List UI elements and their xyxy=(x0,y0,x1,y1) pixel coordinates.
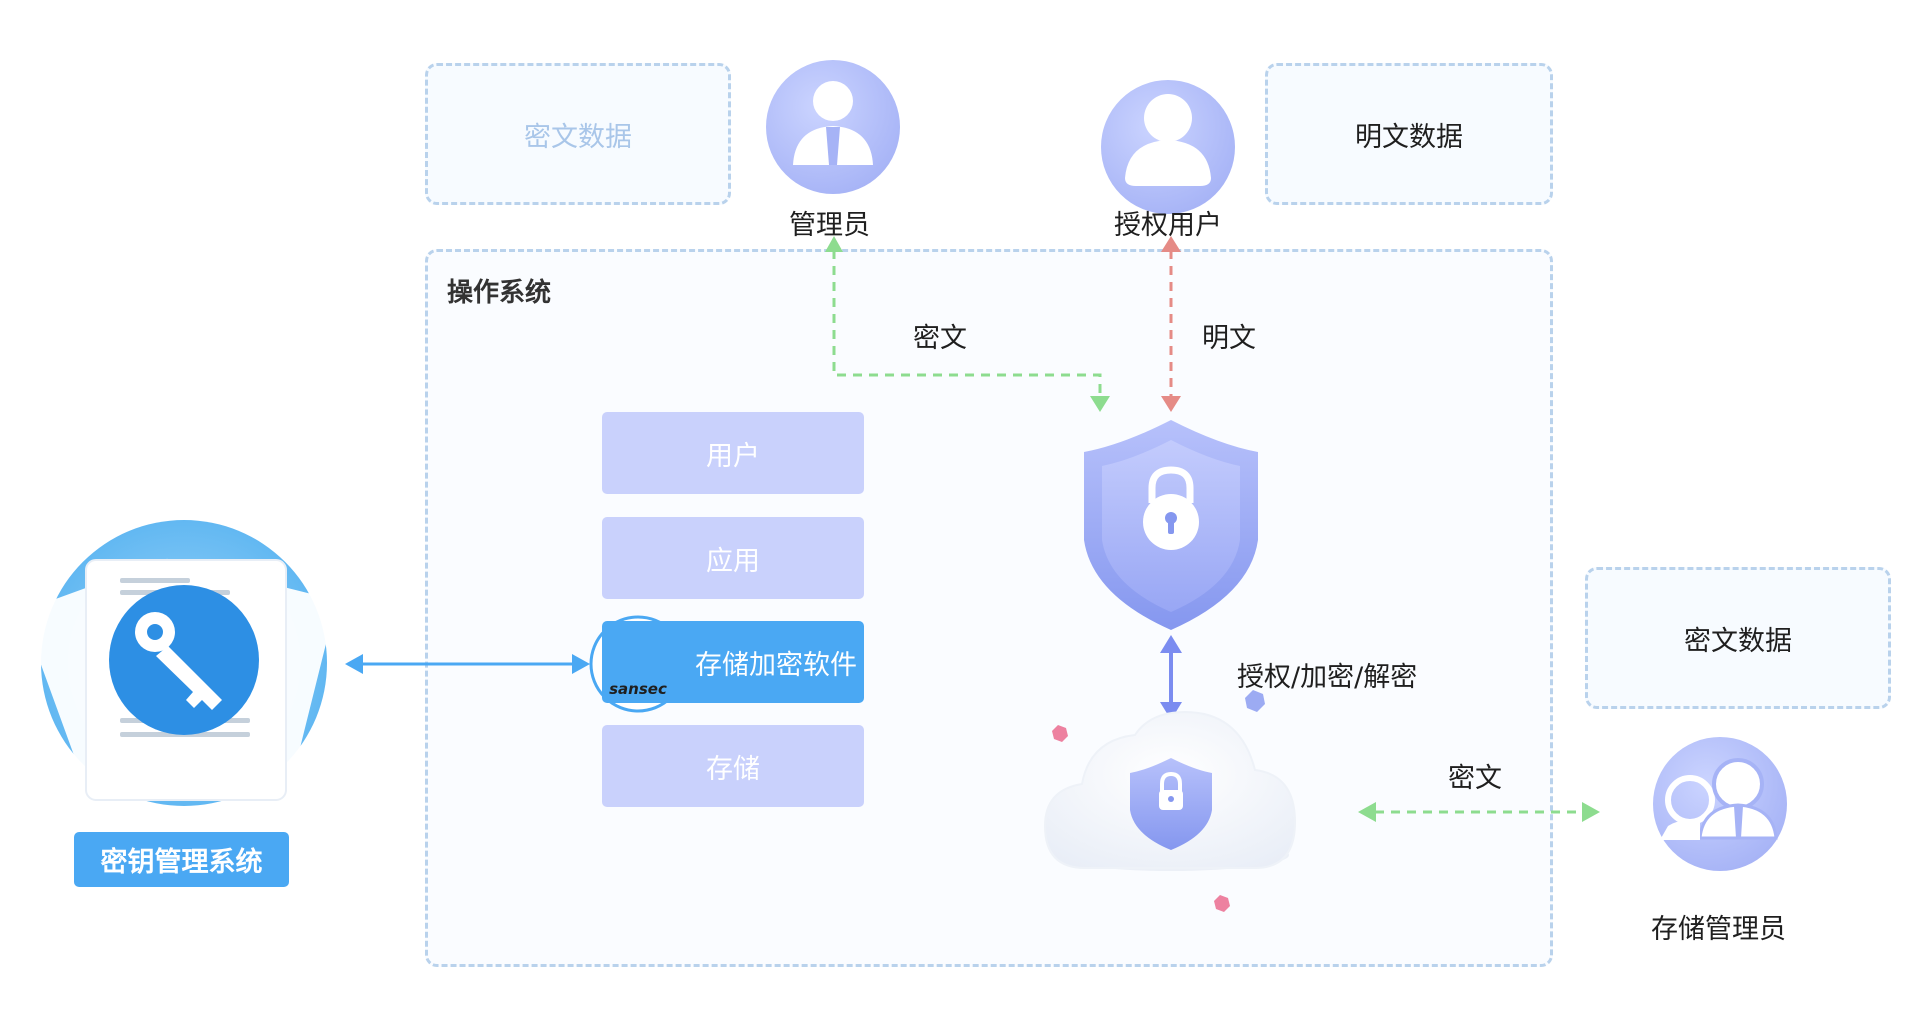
plain-data-box-top xyxy=(1265,63,1553,205)
shield-cloud-link-label: 授权/加密/解密 xyxy=(1237,662,1418,693)
admin-link-label: 密文 xyxy=(913,323,967,354)
sansec-logo-text: sansec xyxy=(609,680,667,698)
admin-arrowhead xyxy=(825,236,843,252)
stack-item-storage: 存储 xyxy=(602,725,864,807)
shield-arrowhead-red xyxy=(1161,396,1181,412)
operating-system-label: 操作系统 xyxy=(447,278,552,308)
user-link-label: 明文 xyxy=(1202,323,1256,354)
user-arrowhead xyxy=(1161,236,1181,252)
stack-item-storage-encryption-software: 存储加密软件 xyxy=(602,621,864,703)
authorized-user-label: 授权用户 xyxy=(1114,210,1222,241)
cipher-data-box-right-label: 密文数据 xyxy=(1684,625,1792,657)
kms-label: 密钥管理系统 xyxy=(74,832,289,887)
operating-system-box xyxy=(425,249,1553,967)
stack-item-user: 用户 xyxy=(602,412,864,494)
shield-cloud-arrowhead-down xyxy=(1160,702,1182,720)
cloud-storage-admin-link-label: 密文 xyxy=(1448,763,1502,794)
software-arrowhead-right xyxy=(572,654,590,674)
cipher-data-box-top xyxy=(425,63,731,205)
cloud-storage-arrowhead-right xyxy=(1582,802,1600,822)
admin-label: 管理员 xyxy=(789,210,870,241)
shield-arrowhead-green xyxy=(1090,396,1110,412)
stack-item-application: 应用 xyxy=(602,517,864,599)
plain-data-box-top-label: 明文数据 xyxy=(1355,121,1463,153)
cipher-data-box-top-label: 密文数据 xyxy=(524,121,632,153)
kms-arrowhead-left xyxy=(345,654,363,674)
admin-shield-connector xyxy=(832,250,1102,398)
storage-admin-label: 存储管理员 xyxy=(1651,914,1786,945)
shield-cloud-arrowhead-up xyxy=(1160,635,1182,653)
cipher-data-box-right xyxy=(1585,567,1891,709)
cloud-storage-arrowhead-left xyxy=(1358,802,1376,822)
